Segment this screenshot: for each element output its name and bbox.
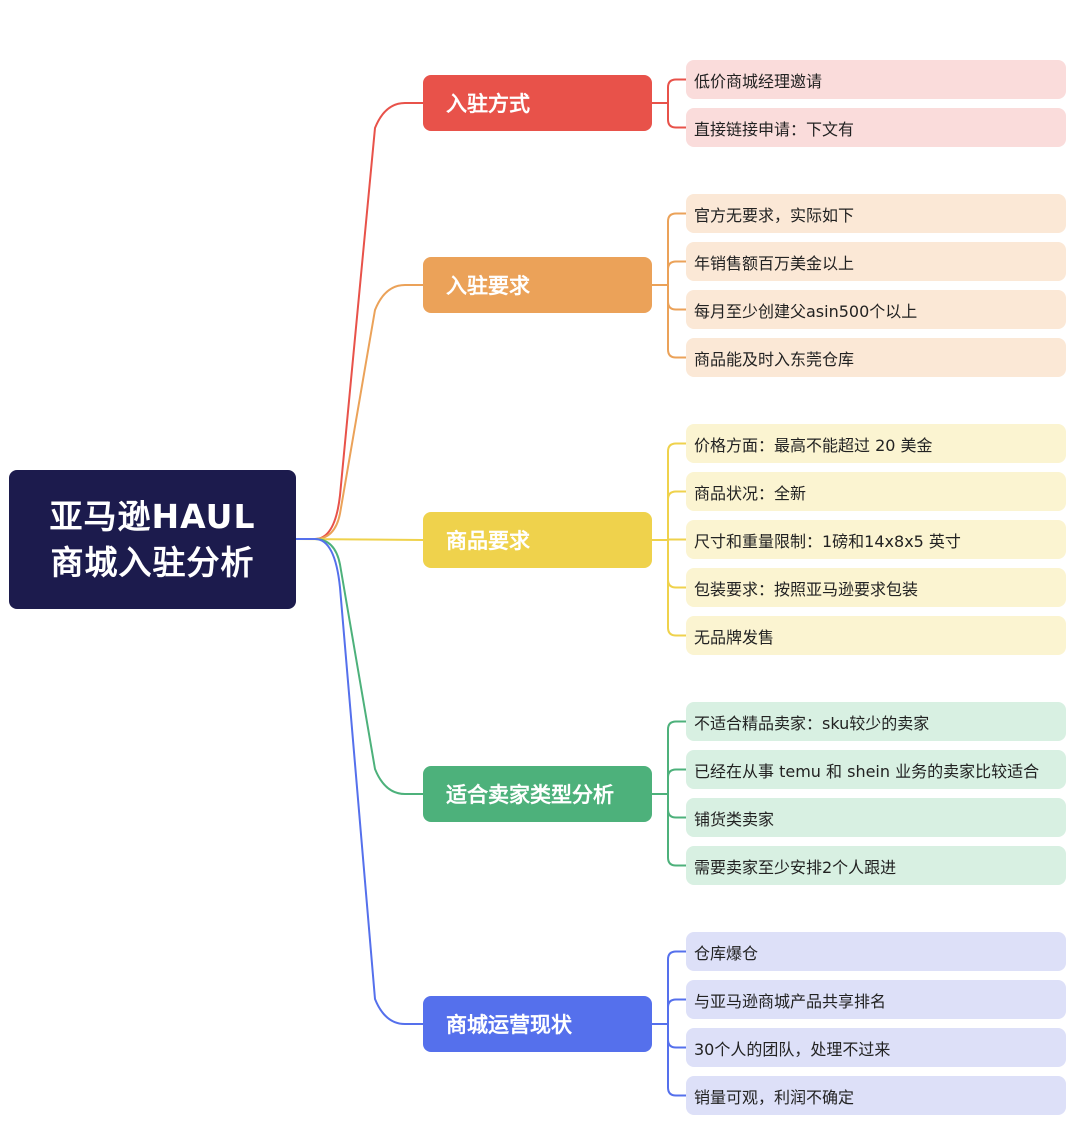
leaf-connector-0-0 — [667, 78, 686, 103]
leaf-connector-0-1 — [667, 103, 686, 129]
branch-seller-type-analysis[interactable]: 适合卖家类型分析 — [423, 766, 652, 822]
branch-entry-requirements[interactable]: 入驻要求 — [423, 257, 652, 313]
leaf-product-requirements-3: 尺寸和重量限制：1磅和14x8x5 英寸 — [686, 520, 1066, 559]
leaf-seller-type-2: 已经在从事 temu 和 shein 业务的卖家比较适合 — [686, 750, 1066, 789]
leaf-connector-3-0 — [667, 720, 686, 794]
leaf-operation-status-3: 30个人的团队，处理不过来 — [686, 1028, 1066, 1067]
branch-connector-1 — [296, 284, 423, 540]
leaf-connector-3-1 — [667, 768, 686, 794]
branch-connector-4 — [296, 538, 423, 1025]
leaf-connector-2-0 — [667, 442, 686, 540]
leaf-operation-status-1: 仓库爆仓 — [686, 932, 1066, 971]
leaf-entry-requirements-3: 每月至少创建父asin500个以上 — [686, 290, 1066, 329]
leaf-entry-requirements-1: 官方无要求，实际如下 — [686, 194, 1066, 233]
leaf-entry-requirements-2: 年销售额百万美金以上 — [686, 242, 1066, 281]
leaf-connector-4-2 — [667, 1024, 686, 1049]
leaf-connector-3-2 — [667, 794, 686, 819]
branch-connector-0 — [296, 102, 423, 540]
leaf-entry-method-1: 低价商城经理邀请 — [686, 60, 1066, 99]
leaf-entry-requirements-4: 商品能及时入东莞仓库 — [686, 338, 1066, 377]
leaf-operation-status-2: 与亚马逊商城产品共享排名 — [686, 980, 1066, 1019]
leaf-connector-2-3 — [667, 540, 686, 589]
branch-entry-method[interactable]: 入驻方式 — [423, 75, 652, 131]
leaf-connector-1-1 — [667, 260, 686, 285]
leaf-connector-1-0 — [667, 212, 686, 285]
root-title-line1: 亚马逊HAUL — [49, 496, 256, 536]
leaf-connector-1-3 — [667, 285, 686, 359]
leaf-connector-4-1 — [667, 998, 686, 1024]
leaf-connector-4-3 — [667, 1024, 686, 1097]
leaf-operation-status-4: 销量可观，利润不确定 — [686, 1076, 1066, 1115]
leaf-connector-2-4 — [667, 540, 686, 637]
leaf-connector-2-2 — [667, 538, 686, 541]
leaf-seller-type-4: 需要卖家至少安排2个人跟进 — [686, 846, 1066, 885]
leaf-seller-type-1: 不适合精品卖家：sku较少的卖家 — [686, 702, 1066, 741]
branch-operation-status[interactable]: 商城运营现状 — [423, 996, 652, 1052]
leaf-product-requirements-2: 商品状况：全新 — [686, 472, 1066, 511]
leaf-product-requirements-5: 无品牌发售 — [686, 616, 1066, 655]
leaf-connector-3-3 — [667, 794, 686, 867]
branch-connector-3 — [296, 538, 423, 795]
branch-product-requirements[interactable]: 商品要求 — [423, 512, 652, 568]
leaf-seller-type-3: 铺货类卖家 — [686, 798, 1066, 837]
leaf-entry-method-2: 直接链接申请：下文有 — [686, 108, 1066, 147]
leaf-connector-1-2 — [667, 285, 686, 311]
root-node: 亚马逊HAUL 商城入驻分析 — [9, 470, 296, 609]
leaf-connector-2-1 — [667, 490, 686, 540]
leaf-connector-4-0 — [667, 950, 686, 1024]
leaf-product-requirements-4: 包装要求：按照亚马逊要求包装 — [686, 568, 1066, 607]
leaf-product-requirements-1: 价格方面：最高不能超过 20 美金 — [686, 424, 1066, 463]
root-title-line2: 商城入驻分析 — [50, 542, 255, 582]
